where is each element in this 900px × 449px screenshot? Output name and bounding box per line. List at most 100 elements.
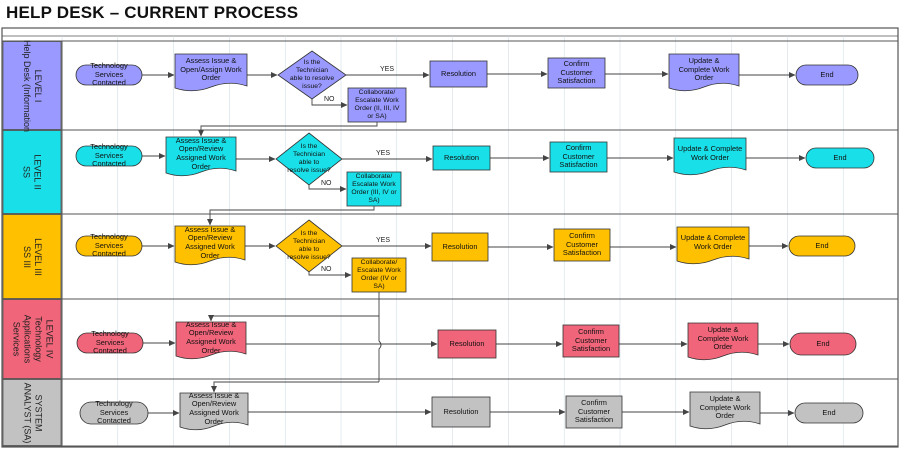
update-document-l4 xyxy=(687,322,759,361)
lane-label-line: ANALYST (SA) xyxy=(22,382,32,443)
confirm-process-l2 xyxy=(549,141,608,173)
start-terminator-sa xyxy=(79,401,149,425)
assess-label-l3-text: Assess Issue & Open/Review Assigned Work… xyxy=(184,224,236,260)
start-terminator-l3 xyxy=(75,235,143,257)
end-terminator-l2 xyxy=(805,147,875,169)
update-label-l3: Update & Complete Work Order xyxy=(677,227,749,259)
lane-label-box-l2 xyxy=(2,130,62,214)
end-label-l4: End xyxy=(790,333,856,355)
assess-label-sa-text: Assess Issue & Open/Review Assigned Work… xyxy=(188,390,240,426)
end-label-sa-text: End xyxy=(822,407,836,417)
start-label-l1: Technology Services Contacted xyxy=(76,61,142,87)
page-title: HELP DESK – CURRENT PROCESS xyxy=(6,3,299,22)
end-label-l3-text: End xyxy=(815,240,829,250)
arrow-escalate-l1-l2 xyxy=(198,122,378,137)
end-label-l3: End xyxy=(789,236,855,256)
confirm-label-l3-text: Confirm Customer Satisfaction xyxy=(562,231,602,258)
resolution-label-l4: Resolution xyxy=(438,330,496,358)
end-label-l4-text: End xyxy=(816,338,830,348)
start-terminator-l4 xyxy=(76,332,144,354)
decision-diamond-l2 xyxy=(275,132,343,186)
confirm-process-l4 xyxy=(562,324,620,358)
arrow-decision-no xyxy=(311,99,348,108)
arrow-decision-no xyxy=(308,272,352,278)
assess-document-l1 xyxy=(174,53,248,92)
start-label-l3: Technology Services Contacted xyxy=(76,232,142,259)
escalate-label-l3: Collaborate/ Escalate Work Order (IV or … xyxy=(352,258,406,292)
arrow-escalate-l2-l3 xyxy=(207,206,375,226)
confirm-label-l4-text: Confirm Customer Satisfaction xyxy=(571,327,611,354)
arrow-escalate-l3-l4 xyxy=(208,292,380,322)
arrow-escalate-l3-sa-trunk xyxy=(378,316,382,382)
resolution-label-l1-text: Resolution xyxy=(441,68,476,78)
confirm-label-l4: Confirm Customer Satisfaction xyxy=(563,325,619,357)
update-document-sa xyxy=(689,391,761,430)
confirm-process-sa xyxy=(565,395,623,429)
assess-label-l3: Assess Issue & Open/Review Assigned Work… xyxy=(175,224,245,260)
confirm-process-l3 xyxy=(553,228,611,262)
resolution-process-l1 xyxy=(429,60,488,88)
lane-label-line: SS III xyxy=(22,245,32,268)
lane-label-box-sa xyxy=(2,379,62,446)
yes-label-l1: YES xyxy=(380,66,395,73)
start-label-l3-text: Technology Services Contacted xyxy=(90,232,128,259)
update-label-sa: Update & Complete Work Order xyxy=(690,392,760,424)
start-label-l4-text: Technology Services Contacted xyxy=(91,329,129,356)
resolution-label-sa-text: Resolution xyxy=(443,406,479,416)
yes-label-l2: YES xyxy=(376,150,391,157)
assess-document-l4 xyxy=(175,321,247,360)
resolution-process-l3 xyxy=(431,232,489,262)
assess-document-l2 xyxy=(165,136,237,177)
lane-sa xyxy=(1,378,899,447)
lane-label-line: LEVEL III xyxy=(33,237,43,276)
resolution-label-l2: Resolution xyxy=(433,146,490,170)
confirm-label-l2-text: Confirm Customer Satisfaction xyxy=(559,143,598,170)
start-label-sa: Technology Services Contacted xyxy=(80,399,148,426)
end-terminator-l4 xyxy=(789,332,857,356)
assess-label-sa: Assess Issue & Open/Review Assigned Work… xyxy=(180,390,248,426)
arrow-decision-no xyxy=(308,185,347,192)
assess-label-l2: Assess Issue & Open/Review Assigned Work… xyxy=(166,136,236,171)
escalate-process-l3 xyxy=(351,257,407,293)
update-document-l1 xyxy=(668,53,740,92)
confirm-label-sa: Confirm Customer Satisfaction xyxy=(566,396,622,428)
confirm-label-l3: Confirm Customer Satisfaction xyxy=(554,229,610,261)
lane-label-line: LEVEL I xyxy=(33,69,44,102)
resolution-label-l3-text: Resolution xyxy=(442,241,478,251)
escalate-label-l1-text: Collaborate/ Escalate Work Order (II, II… xyxy=(354,89,400,120)
lane-label-line: LEVEL II xyxy=(33,154,43,190)
update-label-l3-text: Update & Complete Work Order xyxy=(680,233,746,251)
decision-label-l1-text: Is the Technician able to resolve issue? xyxy=(289,59,335,90)
end-label-l2-text: End xyxy=(833,152,847,162)
lane-label-line: Applications xyxy=(22,314,32,364)
escalate-label-l1: Collaborate/ Escalate Work Order (II, II… xyxy=(348,88,406,122)
assess-label-l4-text: Assess Issue & Open/Review Assigned Work… xyxy=(185,319,237,355)
end-terminator-l3 xyxy=(788,235,856,257)
update-label-l1-text: Update & Complete Work Order xyxy=(678,56,730,83)
decision-diamond-l1 xyxy=(277,50,347,100)
end-label-sa: End xyxy=(795,403,863,423)
confirm-label-l1-text: Confirm Customer Satisfaction xyxy=(557,59,596,86)
update-document-l3 xyxy=(676,226,750,265)
yes-label-l3: YES xyxy=(376,237,391,244)
no-label-l2: NO xyxy=(321,180,332,187)
start-label-l2-text: Technology Services Contacted xyxy=(90,142,128,169)
escalate-process-l1 xyxy=(347,87,407,123)
start-label-sa-text: Technology Services Contacted xyxy=(95,399,133,426)
update-label-l1: Update & Complete Work Order xyxy=(669,54,739,86)
lane-label-box-l1 xyxy=(2,41,62,130)
assess-document-l3 xyxy=(174,225,246,266)
confirm-label-sa-text: Confirm Customer Satisfaction xyxy=(574,398,614,425)
lane-label-line: LEVEL IV xyxy=(44,319,54,359)
decision-label-l1: Is the Technician able to resolve issue? xyxy=(286,51,338,99)
start-terminator-l1 xyxy=(75,64,143,86)
start-label-l2: Technology Services Contacted xyxy=(76,142,142,169)
